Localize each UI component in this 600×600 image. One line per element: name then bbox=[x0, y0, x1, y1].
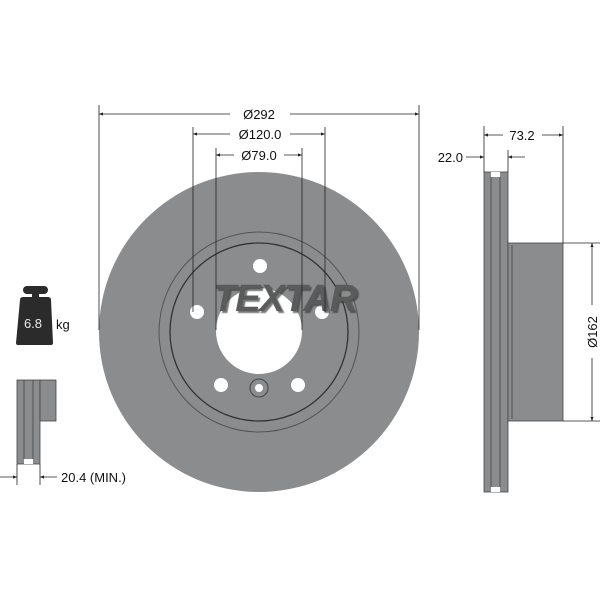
disc-front-view: TEXTAR bbox=[99, 172, 419, 492]
brand-logo: TEXTAR bbox=[213, 278, 358, 320]
weight-value: 6.8 bbox=[24, 316, 42, 331]
min-thickness-section bbox=[16, 379, 57, 465]
bolt-hole bbox=[190, 305, 204, 319]
center-bore-label: Ø79.0 bbox=[241, 148, 276, 163]
overall-height-label: 73.2 bbox=[509, 128, 534, 143]
bolt-circle-label: Ø120.0 bbox=[239, 127, 282, 142]
min-thickness-dimension bbox=[0, 464, 57, 485]
min-thickness-label: 20.4 (MIN.) bbox=[61, 470, 126, 485]
outer-diameter-label: Ø292 bbox=[243, 107, 275, 122]
weight-unit: kg bbox=[56, 317, 70, 332]
bolt-hole bbox=[253, 259, 267, 273]
front-dimensions bbox=[98, 105, 420, 330]
hub-diameter-label: Ø162 bbox=[585, 316, 600, 348]
weight-icon bbox=[16, 286, 53, 345]
bolt-hole bbox=[291, 378, 305, 392]
bolt-hole bbox=[214, 378, 228, 392]
locating-hole bbox=[255, 384, 263, 392]
bolt-hole bbox=[315, 305, 329, 319]
disc-side-view bbox=[483, 171, 564, 493]
thickness-label: 22.0 bbox=[438, 150, 463, 165]
center-bore bbox=[216, 288, 302, 374]
side-dimensions bbox=[466, 126, 600, 422]
